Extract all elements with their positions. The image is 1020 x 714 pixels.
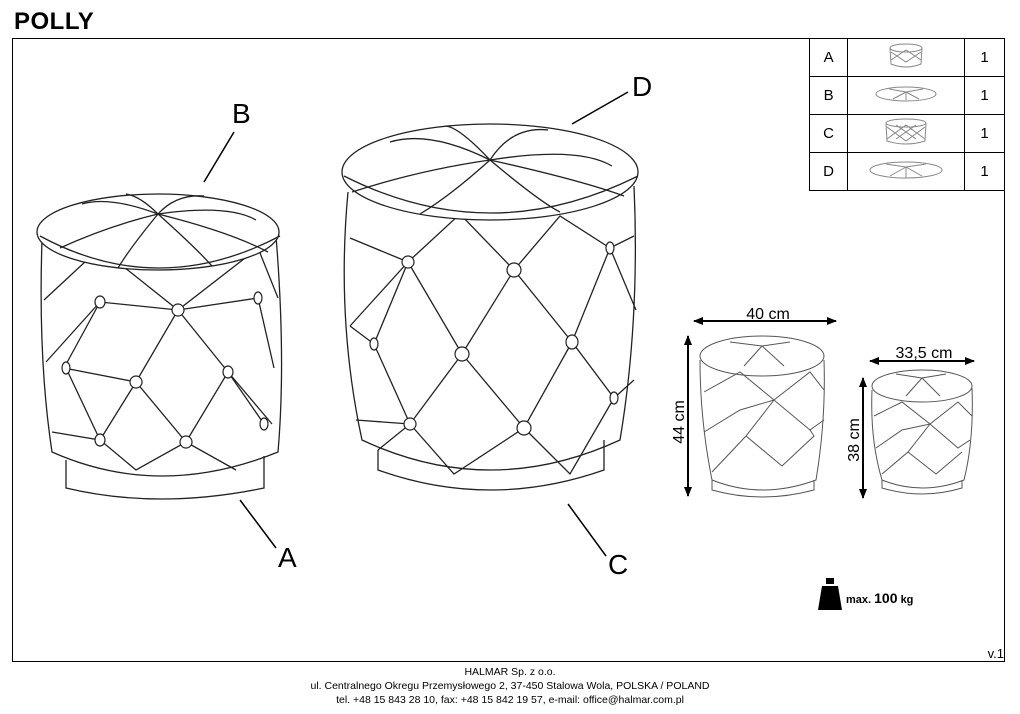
max-load-unit: kg xyxy=(900,594,914,606)
max-load-prefix: max. xyxy=(846,594,872,606)
parts-row: C 1 xyxy=(808,114,1006,153)
small-height-label: 38 cm xyxy=(846,418,863,462)
footer-address: ul. Centralnego Okregu Przemysłowego 2, … xyxy=(310,680,710,692)
callout-b-leader xyxy=(203,131,235,183)
large-pouf-dimension-view xyxy=(699,335,825,498)
parts-row: D 1 xyxy=(808,152,1006,191)
drawing-frame xyxy=(12,38,1005,662)
large-height-label: 44 cm xyxy=(671,400,688,444)
callout-a-leader xyxy=(239,499,277,549)
version-label: v.1 xyxy=(987,646,1004,661)
part-letter: D xyxy=(808,152,849,191)
callout-c-label: C xyxy=(608,549,628,580)
footer-contact: tel. +48 15 843 28 10, fax: +48 15 842 1… xyxy=(336,694,684,706)
callout-a-label: A xyxy=(278,542,297,573)
max-load-value: 100 xyxy=(874,590,898,606)
small-seat-cushion-icon xyxy=(875,86,937,101)
small-pouf-illustration xyxy=(36,193,283,500)
part-quantity: 1 xyxy=(963,76,1006,115)
footer-company: HALMAR Sp. z o.o. xyxy=(464,666,556,678)
parts-row: B 1 xyxy=(808,76,1006,115)
max-load: max. 100 kg xyxy=(846,590,913,606)
product-title: POLLY xyxy=(14,8,95,35)
large-width-label: 40 cm xyxy=(746,306,790,323)
weight-icon xyxy=(818,578,842,610)
large-pouf-buttons xyxy=(369,241,619,436)
callout-b-label: B xyxy=(232,98,251,129)
callout-c-leader xyxy=(567,503,607,557)
parts-row: A 1 xyxy=(808,38,1006,77)
callout-d-label: D xyxy=(632,71,652,102)
large-seat-cushion-icon xyxy=(869,161,943,178)
part-quantity: 1 xyxy=(963,152,1006,191)
part-letter: A xyxy=(808,38,849,77)
callout-d-leader xyxy=(571,91,629,125)
part-letter: B xyxy=(808,76,849,115)
part-quantity: 1 xyxy=(963,114,1006,153)
small-width-label: 33,5 cm xyxy=(896,345,953,362)
large-pouf-illustration xyxy=(341,123,639,491)
part-quantity: 1 xyxy=(963,38,1006,77)
base-cylinder-icon xyxy=(889,43,923,67)
large-body-cylinder-icon xyxy=(885,118,927,144)
small-pouf-buttons xyxy=(61,291,269,449)
part-letter: C xyxy=(808,114,849,153)
small-pouf-dimension-view xyxy=(871,369,973,495)
parts-table: A 1 B 1 C xyxy=(808,38,1006,191)
